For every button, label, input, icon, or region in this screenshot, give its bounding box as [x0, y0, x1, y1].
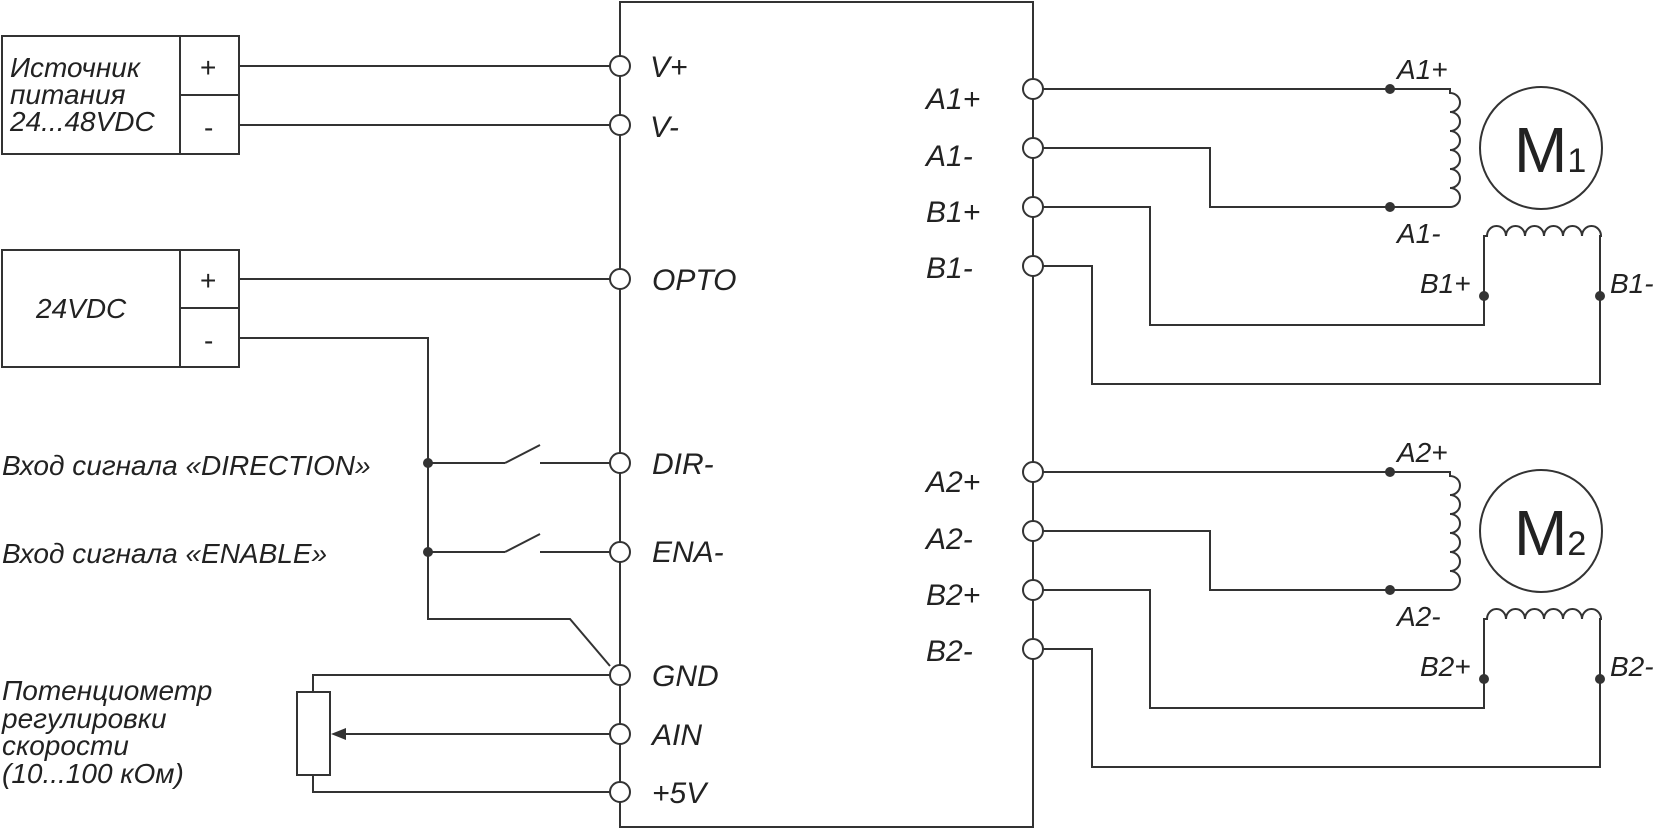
- output-terminals: [1022, 78, 1044, 660]
- input-terminals: [609, 55, 631, 803]
- svg-text:скорости: скорости: [2, 730, 129, 761]
- terminal-b2-plus: [1022, 579, 1044, 601]
- power-supply-minus: -: [204, 112, 213, 143]
- motor2: M2 A2+ A2- B2+ B2-: [1395, 437, 1654, 682]
- terminal-gnd: [609, 664, 631, 686]
- pin-label-b2-minus: B2-: [926, 635, 973, 668]
- pin-label-5v: +5V: [652, 777, 709, 810]
- left-wiring: [239, 65, 611, 793]
- dir-junction-dot: [423, 458, 433, 468]
- motor2-coil-b-right: B2-: [1610, 651, 1654, 682]
- power-supply: Источник питания 24...48VDC + -: [1, 35, 240, 155]
- pin-label-opto: OPTO: [652, 264, 736, 297]
- motor2-coil-b-left: B2+: [1420, 651, 1471, 682]
- terminal-a1-minus: [1022, 137, 1044, 159]
- opto-supply-label: 24VDC: [35, 293, 127, 324]
- motor1: M1 A1+ A1- B1+ B1-: [1395, 54, 1654, 299]
- motor1-coil-a-bottom: A1-: [1395, 218, 1441, 249]
- terminal-ena: [609, 541, 631, 563]
- terminal-a2-plus: [1022, 461, 1044, 483]
- terminal-v-plus: [609, 55, 631, 77]
- power-supply-line-1: Источник: [10, 52, 142, 83]
- potentiometer-resistor: [296, 691, 331, 776]
- motor2-circle: [1479, 469, 1603, 593]
- motor2-wiring: [1033, 467, 1605, 768]
- svg-text:регулировки: регулировки: [1, 703, 167, 734]
- terminal-opto: [609, 268, 631, 290]
- pin-label-b2-plus: B2+: [926, 579, 980, 612]
- motor1-coil-b-left: B1+: [1420, 268, 1471, 299]
- potentiometer-label: Потенциометр регулировки скорости (10...…: [1, 675, 212, 789]
- pin-label-v-plus: V+: [650, 51, 688, 84]
- pin-label-b1-plus: B1+: [926, 196, 980, 229]
- power-supply-plus: +: [200, 52, 216, 83]
- opto-supply-plus: +: [200, 265, 216, 296]
- pin-label-a2-plus: A2+: [924, 466, 980, 499]
- terminal-dir: [609, 452, 631, 474]
- svg-text:(10...100 кОм): (10...100 кОм): [2, 758, 184, 789]
- potentiometer-wiper-arrow: [331, 728, 346, 740]
- motor1-coil-a-top: A1+: [1395, 54, 1448, 85]
- pin-label-a1-plus: A1+: [924, 83, 980, 116]
- pin-label-a2-minus: A2-: [924, 523, 973, 556]
- opto-supply-minus: -: [204, 325, 213, 356]
- pin-label-a1-minus: A1-: [924, 140, 973, 173]
- terminal-b1-minus: [1022, 255, 1044, 277]
- terminal-a1-plus: [1022, 78, 1044, 100]
- power-supply-line-2: питания: [10, 79, 126, 110]
- pin-label-gnd: GND: [652, 660, 719, 693]
- motor1-symbol: M1: [1514, 114, 1586, 186]
- motor2-coil-a-bottom: A2-: [1395, 601, 1441, 632]
- driver-body: [619, 1, 1034, 828]
- opto-supply: 24VDC + -: [1, 249, 240, 368]
- terminal-ain: [609, 723, 631, 745]
- pin-label-dir: DIR-: [652, 448, 714, 481]
- terminal-b2-minus: [1022, 638, 1044, 660]
- enable-signal-label: Вход сигнала «ENABLE»: [2, 538, 327, 569]
- motor2-coil-a-top: A2+: [1395, 437, 1448, 468]
- pin-label-b1-minus: B1-: [926, 252, 973, 285]
- motor1-wiring: [1033, 84, 1605, 385]
- pin-label-ain: AIN: [650, 719, 702, 752]
- terminal-v-minus: [609, 114, 631, 136]
- terminal-b1-plus: [1022, 196, 1044, 218]
- pin-label-ena: ENA-: [652, 536, 724, 569]
- svg-text:Потенциометр: Потенциометр: [2, 675, 212, 706]
- direction-signal-label: Вход сигнала «DIRECTION»: [2, 450, 371, 481]
- motor2-symbol: M2: [1514, 497, 1586, 569]
- power-supply-line-3: 24...48VDC: [9, 106, 156, 137]
- motor1-circle: [1479, 86, 1603, 210]
- terminal-5v: [609, 781, 631, 803]
- ena-junction-dot: [423, 547, 433, 557]
- motor1-coil-b-right: B1-: [1610, 268, 1654, 299]
- terminal-a2-minus: [1022, 520, 1044, 542]
- pin-label-v-minus: V-: [650, 111, 679, 144]
